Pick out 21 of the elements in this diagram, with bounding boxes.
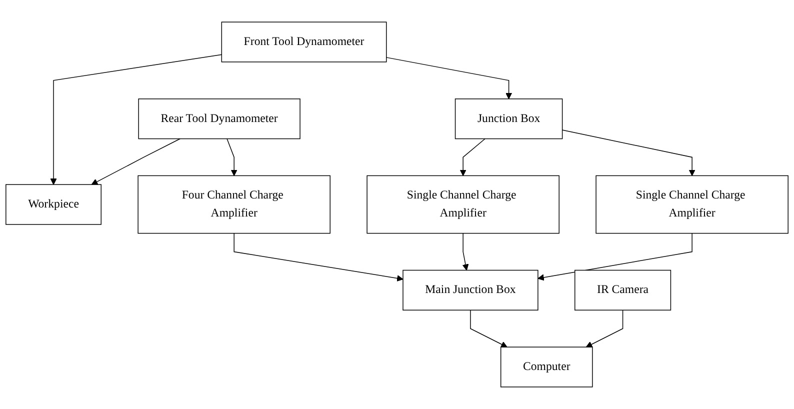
node-box: Workpiece bbox=[6, 184, 102, 225]
arrow bbox=[586, 310, 624, 348]
arrow bbox=[91, 138, 180, 185]
node-box: Computer bbox=[500, 346, 593, 388]
arrow bbox=[50, 54, 222, 185]
node-box: Front Tool Dynamometer bbox=[221, 22, 387, 62]
arrow bbox=[462, 232, 469, 271]
arrow bbox=[234, 232, 404, 282]
node-box: Single Channel Charge Amplifier bbox=[366, 175, 560, 234]
node-box: Rear Tool Dynamometer bbox=[138, 98, 300, 140]
node-box: IR Camera bbox=[574, 270, 672, 310]
arrow bbox=[538, 232, 692, 281]
arrow bbox=[226, 138, 238, 176]
node-box: Four Channel Charge Amplifier bbox=[138, 175, 330, 234]
arrow bbox=[470, 310, 508, 348]
arrow bbox=[386, 57, 512, 100]
node-box: Main Junction Box bbox=[402, 270, 538, 310]
node-box: Single Channel Charge Amplifier bbox=[596, 175, 788, 234]
arrow bbox=[460, 138, 486, 176]
arrow bbox=[562, 130, 696, 176]
node-box: Junction Box bbox=[454, 98, 563, 140]
